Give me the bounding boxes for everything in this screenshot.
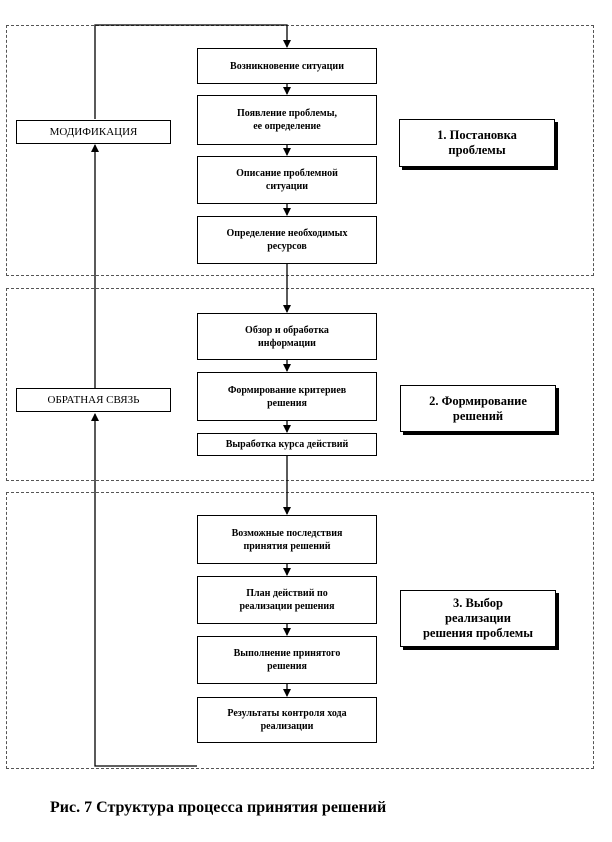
feedback-loop-line [91, 413, 197, 767]
modification-label: МОДИФИКАЦИЯ [16, 120, 171, 144]
step-box: Выполнение принятого решения [197, 636, 377, 684]
step-box: План действий по реализации решения [197, 576, 377, 624]
step-box: Возникновение ситуации [197, 48, 377, 84]
section-problem-statement [6, 25, 594, 276]
step-box: Обзор и обработка информации [197, 313, 377, 360]
step-box: Определение необходимых ресурсов [197, 216, 377, 264]
stage-label-3: 3. Выбор реализации решения проблемы [400, 590, 556, 647]
step-box: Формирование критериев решения [197, 372, 377, 421]
modification-return-line [94, 24, 291, 119]
stage-label-2: 2. Формирование решений [400, 385, 556, 432]
stage-label-1: 1. Постановка проблемы [399, 119, 555, 167]
section-solution-forming [6, 288, 594, 481]
feedback-label: ОБРАТНАЯ СВЯЗЬ [16, 388, 171, 412]
figure-caption: Рис. 7 Структура процесса принятия решен… [50, 799, 387, 816]
step-box: Результаты контроля хода реализации [197, 697, 377, 743]
step-box: Описание проблемной ситуации [197, 156, 377, 204]
section-implementation-choice [6, 492, 594, 769]
step-box: Выработка курса действий [197, 433, 377, 456]
step-box: Появление проблемы, ее определение [197, 95, 377, 145]
step-box: Возможные последствия принятия решений [197, 515, 377, 564]
